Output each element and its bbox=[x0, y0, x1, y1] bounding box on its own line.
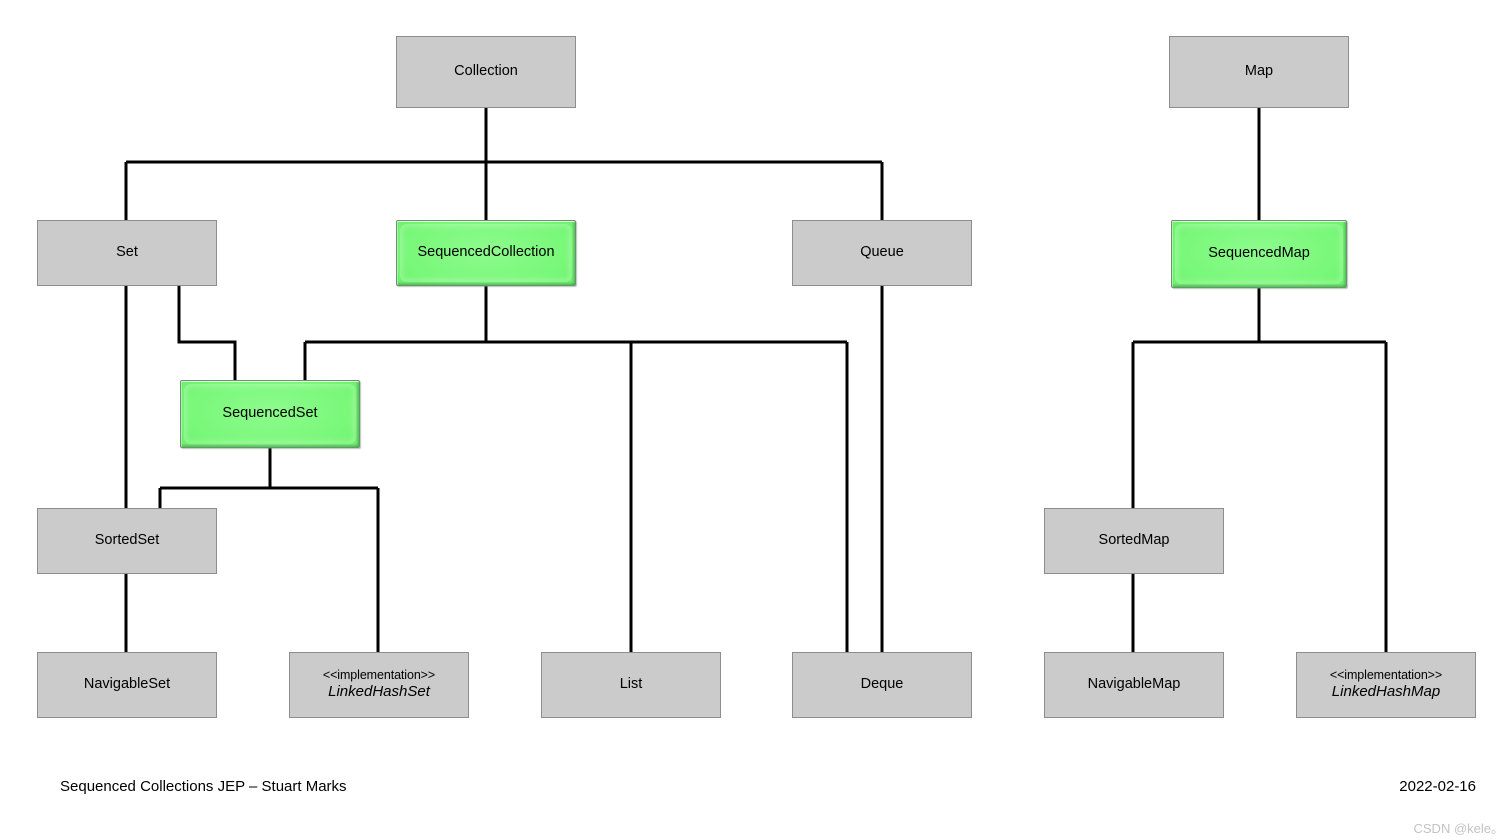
node-linked-hash-map-label: LinkedHashMap bbox=[1331, 683, 1441, 701]
node-sorted-set[interactable]: SortedSet bbox=[37, 508, 217, 574]
node-linked-hash-map[interactable]: <<implementation>> LinkedHashMap bbox=[1296, 652, 1476, 718]
node-sequenced-set-label: SequencedSet bbox=[222, 405, 318, 422]
node-linked-hash-set-stereotype: <<implementation>> bbox=[322, 668, 436, 683]
node-map[interactable]: Map bbox=[1169, 36, 1349, 108]
footer-credit: Sequenced Collections JEP – Stuart Marks bbox=[60, 778, 347, 795]
node-collection[interactable]: Collection bbox=[396, 36, 576, 108]
node-sorted-map[interactable]: SortedMap bbox=[1044, 508, 1224, 574]
node-collection-label: Collection bbox=[454, 63, 518, 80]
node-sorted-set-label: SortedSet bbox=[94, 532, 160, 549]
node-map-label: Map bbox=[1244, 63, 1274, 80]
node-list[interactable]: List bbox=[541, 652, 721, 718]
node-sequenced-map[interactable]: SequencedMap bbox=[1171, 220, 1347, 288]
footer-date: 2022-02-16 bbox=[1399, 778, 1476, 795]
node-sequenced-collection[interactable]: SequencedCollection bbox=[396, 220, 576, 286]
edge-set-sequencedset bbox=[177, 286, 237, 380]
node-sequenced-collection-label: SequencedCollection bbox=[417, 244, 555, 261]
node-list-label: List bbox=[619, 676, 643, 693]
node-sorted-map-label: SortedMap bbox=[1098, 532, 1170, 549]
node-linked-hash-set[interactable]: <<implementation>> LinkedHashSet bbox=[289, 652, 469, 718]
node-linked-hash-set-label: LinkedHashSet bbox=[328, 683, 430, 701]
node-navigable-map[interactable]: NavigableMap bbox=[1044, 652, 1224, 718]
watermark-label: CSDN @kele。 bbox=[1413, 821, 1505, 836]
node-linked-hash-map-stereotype: <<implementation>> bbox=[1329, 668, 1443, 683]
node-sequenced-set[interactable]: SequencedSet bbox=[180, 380, 360, 448]
node-navigable-set[interactable]: NavigableSet bbox=[37, 652, 217, 718]
node-sequenced-map-label: SequencedMap bbox=[1208, 245, 1310, 262]
node-deque-label: Deque bbox=[860, 676, 904, 693]
node-set[interactable]: Set bbox=[37, 220, 217, 286]
node-navigable-set-label: NavigableSet bbox=[83, 676, 171, 693]
node-set-label: Set bbox=[116, 244, 138, 261]
node-deque[interactable]: Deque bbox=[792, 652, 972, 718]
node-navigable-map-label: NavigableMap bbox=[1087, 676, 1181, 693]
node-queue-label: Queue bbox=[860, 244, 904, 261]
node-queue[interactable]: Queue bbox=[792, 220, 972, 286]
